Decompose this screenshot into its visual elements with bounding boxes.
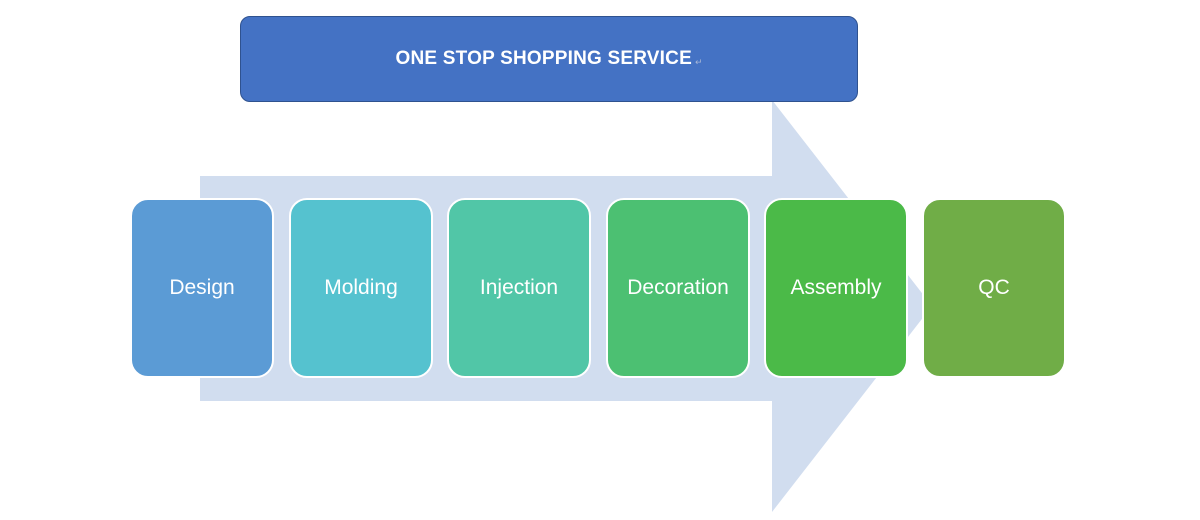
title-banner: ONE STOP SHOPPING SERVICE ↵ <box>240 16 858 102</box>
stage-label: Decoration <box>627 276 729 299</box>
stage-label: Injection <box>479 276 559 299</box>
stage-design: Design <box>130 198 274 378</box>
stage-injection: Injection <box>447 198 591 378</box>
banner-title: ONE STOP SHOPPING SERVICE <box>395 48 692 69</box>
stage-label: Design <box>169 276 235 299</box>
stage-label: QC <box>978 276 1010 299</box>
stage-label: Assembly <box>790 276 882 299</box>
stage-molding: Molding <box>289 198 433 378</box>
stage-decoration: Decoration <box>606 198 750 378</box>
stage-qc: QC <box>922 198 1066 378</box>
paragraph-mark-icon: ↵ <box>694 56 703 67</box>
stage-label: Molding <box>324 276 398 299</box>
stage-assembly: Assembly <box>764 198 908 378</box>
